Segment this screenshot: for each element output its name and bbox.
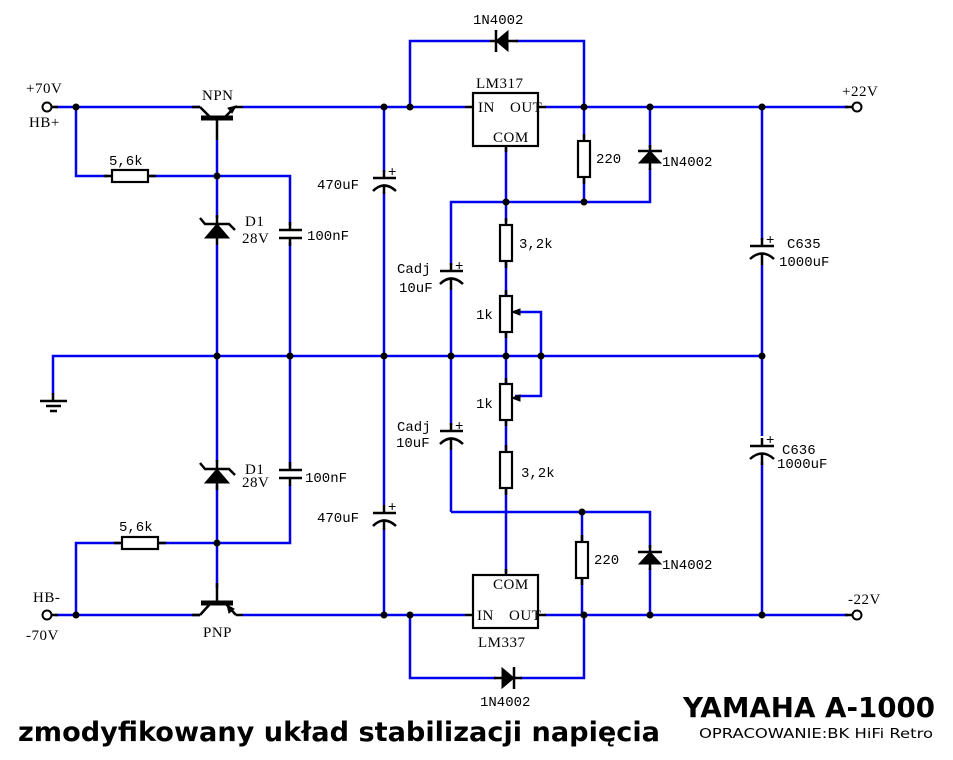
terminal-pos-in <box>41 101 53 113</box>
diode-top-bypass-icon <box>490 29 518 53</box>
capacitor-100nf-bottom-icon <box>279 462 302 486</box>
diode-bottom-bypass-icon <box>494 666 522 690</box>
label-c-top-film: 100nF <box>307 229 349 245</box>
label-diode-bottom-bypass: 1N4002 <box>480 695 530 711</box>
label-c636-value: 1000uF <box>777 457 827 473</box>
label-r-base-bottom: 5,6k <box>119 520 153 536</box>
label-neg-out: -22V <box>848 592 881 608</box>
terminal-neg-in <box>41 609 53 621</box>
potentiometer-top-icon <box>498 294 514 334</box>
label-reg-top-com: COM <box>493 130 529 146</box>
label-c-top-elec: 470uF <box>317 178 359 194</box>
label-c-bottom-film: 100nF <box>305 471 347 487</box>
potentiometer-bottom-icon <box>498 382 514 422</box>
wires <box>51 39 848 680</box>
label-pos-in-voltage: +70V <box>26 81 62 97</box>
label-c635-name: C635 <box>787 237 821 253</box>
resistor-3-2k-bottom-icon <box>498 450 514 490</box>
regulator-lm317 <box>465 91 546 152</box>
svg-text:+: + <box>766 233 774 249</box>
pnp-transistor-icon <box>192 583 243 617</box>
label-cadj-bottom-name: Cadj <box>397 420 431 436</box>
ground-icon <box>40 393 67 413</box>
capacitor-cadj-bottom-icon: + <box>439 419 464 450</box>
label-r-base-top: 5,6k <box>109 154 143 170</box>
resistor-5-6k-top-icon <box>110 168 150 184</box>
svg-text:+: + <box>455 259 463 275</box>
label-r-bottom-adj: 3,2k <box>521 466 555 482</box>
terminal-neg-out <box>851 609 863 621</box>
label-zener-top-name: D1 <box>245 214 264 230</box>
resistor-3-2k-top-icon <box>498 223 514 263</box>
capacitor-c636-icon: + <box>749 433 775 465</box>
label-zener-top-value: 28V <box>242 231 269 247</box>
label-pot-bottom: 1k <box>476 397 493 413</box>
label-r-top-220: 220 <box>596 152 621 168</box>
label-cadj-top-value: 10uF <box>399 281 433 297</box>
label-pos-in-name: HB+ <box>29 115 60 131</box>
label-cadj-top-name: Cadj <box>397 262 431 278</box>
capacitor-c635-icon: + <box>749 233 775 265</box>
label-diode-bottom-out: 1N4002 <box>662 558 712 574</box>
label-diode-top-out: 1N4002 <box>662 155 712 171</box>
regulator-lm337 <box>465 569 546 630</box>
svg-text:+: + <box>766 433 774 449</box>
label-npn: NPN <box>202 88 234 104</box>
label-pnp: PNP <box>203 625 232 641</box>
svg-text:+: + <box>388 165 396 181</box>
label-diode-top-bypass: 1N4002 <box>473 13 523 29</box>
credit-text: OPRACOWANIE:BK HiFi Retro <box>699 727 933 742</box>
label-reg-top-out: OUT <box>510 100 542 116</box>
label-reg-top: LM317 <box>476 76 524 92</box>
capacitor-cadj-top-icon: + <box>439 259 464 290</box>
label-pos-out: +22V <box>842 84 878 100</box>
label-zener-bottom-name: D1 <box>245 462 264 478</box>
capacitor-100nf-top-icon <box>279 222 302 246</box>
junction-dots <box>72 103 766 619</box>
diode-bottom-out-icon <box>637 545 663 570</box>
zener-diode-bottom-icon <box>199 460 236 490</box>
capacitor-470uf-top-icon: + <box>372 165 397 194</box>
label-pot-top: 1k <box>476 308 493 324</box>
label-reg-bottom-out: OUT <box>509 608 541 624</box>
resistor-220-top-icon <box>576 139 592 179</box>
diagram-title: zmodyfikowany układ stabilizacji napięci… <box>18 717 660 748</box>
terminal-pos-out <box>851 101 863 113</box>
label-r-bottom-220: 220 <box>594 553 619 569</box>
zener-diode-top-icon <box>199 215 236 245</box>
label-neg-in-name: HB- <box>33 590 60 606</box>
resistor-5-6k-bottom-icon <box>120 535 160 551</box>
capacitor-470uf-bottom-icon: + <box>372 500 397 530</box>
label-zener-bottom-value: 28V <box>242 475 269 491</box>
label-c-bottom-elec: 470uF <box>317 511 359 527</box>
diode-top-out-icon <box>637 145 663 170</box>
npn-transistor-icon <box>192 105 243 140</box>
label-reg-bottom-in: IN <box>477 608 494 624</box>
label-c635-value: 1000uF <box>779 255 829 271</box>
label-reg-bottom: LM337 <box>478 635 526 651</box>
label-neg-in-voltage: -70V <box>26 628 59 644</box>
label-reg-top-in: IN <box>478 100 495 116</box>
svg-text:+: + <box>455 419 463 435</box>
label-cadj-bottom-value: 10uF <box>396 436 430 452</box>
svg-text:+: + <box>388 500 396 516</box>
label-c636-name: C636 <box>782 443 816 459</box>
brand-title: YAMAHA A-1000 <box>682 691 935 724</box>
label-reg-bottom-com: COM <box>493 577 529 593</box>
label-r-top-adj: 3,2k <box>519 237 553 253</box>
resistor-220-bottom-icon <box>574 540 590 580</box>
